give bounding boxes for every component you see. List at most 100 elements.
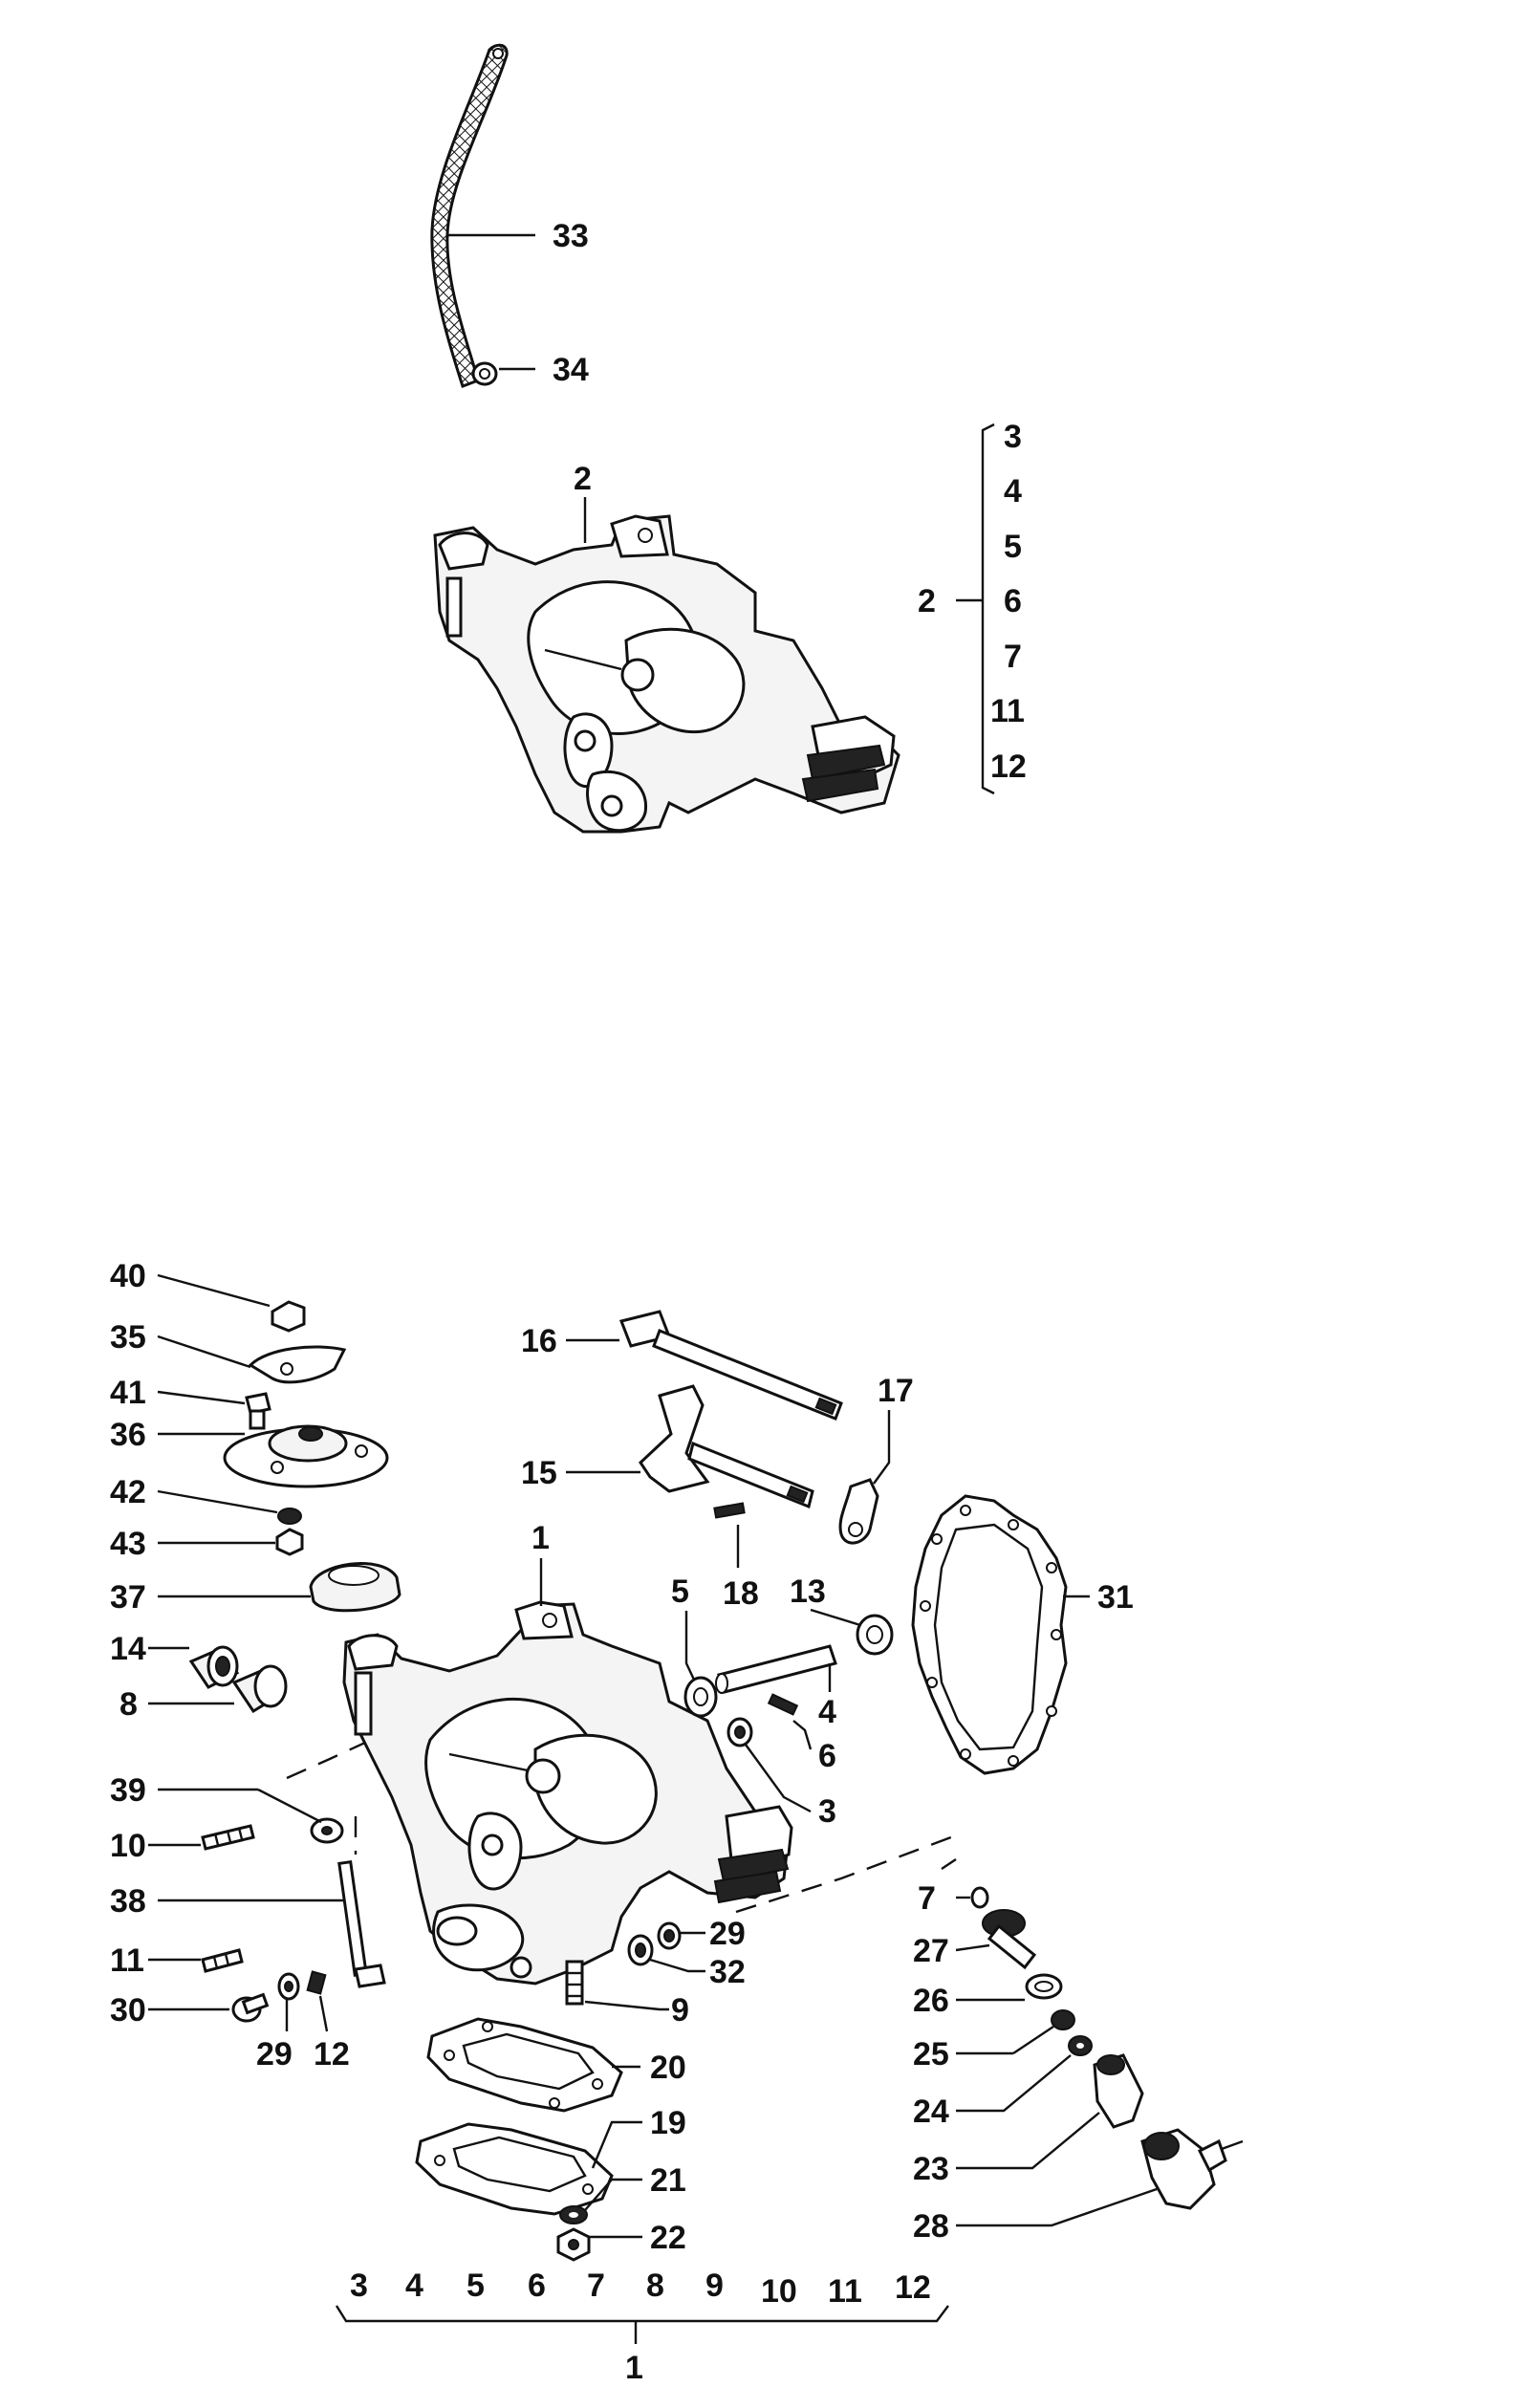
- part-32-sleeve: [627, 1934, 654, 1966]
- label-39: 39: [110, 1772, 146, 1809]
- label-41: 41: [110, 1375, 146, 1411]
- bottom-bracket-item: 9: [705, 2268, 724, 2304]
- label-43: 43: [110, 1526, 146, 1562]
- label-24: 24: [913, 2094, 949, 2130]
- label-17: 17: [878, 1373, 914, 1409]
- part-16-shift-rod: [618, 1310, 843, 1421]
- bracket-item: 7: [1004, 639, 1022, 675]
- label-9-center: 9: [671, 1992, 689, 2029]
- part-36-mount: [223, 1424, 389, 1488]
- part-30-bolt: [231, 1992, 270, 2023]
- part-27-drive-gear: [982, 1909, 1037, 1970]
- part-11-stud: [201, 1948, 244, 1973]
- label-20: 20: [650, 2050, 686, 2086]
- label-21: 21: [650, 2162, 686, 2199]
- label-23: 23: [913, 2151, 949, 2187]
- part-21-washer: [559, 2205, 588, 2224]
- main-transmission-housing: [342, 1600, 793, 1986]
- strap-washer: [471, 361, 498, 386]
- label-29-center: 29: [709, 1916, 746, 1952]
- bracket-item: 3: [1004, 419, 1022, 455]
- label-11: 11: [110, 1942, 144, 1979]
- label-7-right: 7: [918, 1880, 936, 1917]
- label-38: 38: [110, 1883, 146, 1920]
- label-36: 36: [110, 1417, 146, 1453]
- label-4: 4: [818, 1694, 836, 1730]
- label-18: 18: [723, 1575, 759, 1612]
- top-bracket: [956, 423, 995, 795]
- label-40: 40: [110, 1258, 146, 1294]
- part-43-nut: [275, 1528, 304, 1556]
- part-23-housing: [1093, 2053, 1144, 2129]
- part-28-sender: [1140, 2128, 1244, 2210]
- label-13: 13: [790, 1573, 826, 1610]
- part-40-nut: [271, 1300, 306, 1333]
- bottom-bracket-item: 4: [405, 2268, 423, 2304]
- part-15-shift-fork: [639, 1384, 814, 1509]
- bottom-bracket-total: 1: [625, 2350, 643, 2386]
- part-25-seal: [1051, 2009, 1075, 2030]
- label-2-top: 2: [574, 461, 592, 497]
- part-24-washer: [1068, 2035, 1093, 2056]
- part-10-stud: [201, 1824, 255, 1851]
- part-3-bush: [727, 1717, 753, 1747]
- bottom-bracket-item: 11: [828, 2273, 862, 2310]
- part-8-sleeve: [231, 1664, 288, 1714]
- part-39-washer: [310, 1817, 344, 1844]
- part-42-washer: [277, 1508, 302, 1525]
- label-37: 37: [110, 1579, 146, 1616]
- part-9-stud: [565, 1960, 584, 2006]
- label-12-bottom: 12: [314, 2036, 350, 2072]
- part-17-lever: [838, 1478, 879, 1545]
- part-20-cover-plate: [426, 2017, 623, 2113]
- label-3-shaft: 3: [818, 1793, 836, 1830]
- part-13-seal: [856, 1614, 894, 1656]
- part-19-cover-plate: [415, 2122, 614, 2216]
- label-30: 30: [110, 1992, 146, 2029]
- bottom-bracket-item: 10: [761, 2273, 797, 2310]
- label-19: 19: [650, 2105, 686, 2141]
- label-33: 33: [553, 218, 589, 254]
- label-25: 25: [913, 2036, 949, 2072]
- label-5: 5: [671, 1573, 689, 1610]
- label-8: 8: [119, 1686, 138, 1723]
- label-15: 15: [521, 1455, 557, 1491]
- bottom-bracket-item: 6: [528, 2268, 546, 2304]
- bottom-bracket-item: 8: [646, 2268, 664, 2304]
- transmission-housing-top: [433, 514, 900, 834]
- label-14: 14: [110, 1631, 146, 1667]
- label-42: 42: [110, 1474, 146, 1510]
- part-29-nut: [657, 1921, 682, 1950]
- label-22: 22: [650, 2220, 686, 2256]
- bottom-bracket-item: 7: [587, 2268, 605, 2304]
- bracket-item: 4: [1004, 473, 1022, 510]
- label-6-shaft: 6: [818, 1738, 836, 1774]
- label-34: 34: [553, 352, 589, 388]
- bracket-item: 11: [990, 693, 1025, 729]
- label-26: 26: [913, 1983, 949, 2019]
- bottom-bracket: [335, 2305, 949, 2344]
- label-35: 35: [110, 1319, 146, 1356]
- part-7-plug: [970, 1886, 989, 1909]
- bracket-item: 12: [990, 749, 1027, 785]
- label-32: 32: [709, 1954, 746, 1990]
- bracket-item: 5: [1004, 529, 1022, 565]
- part-14-bearing: [188, 1645, 240, 1689]
- label-10: 10: [110, 1828, 146, 1864]
- part-4-shaft: [715, 1644, 837, 1694]
- part-6-pin: [767, 1693, 799, 1716]
- part-29-washer-left: [277, 1972, 300, 2001]
- part-35-clip: [248, 1345, 347, 1384]
- bottom-bracket-item: 12: [895, 2269, 931, 2306]
- label-27: 27: [913, 1933, 949, 1969]
- part-22-nut: [556, 2227, 591, 2262]
- label-1-housing: 1: [531, 1520, 550, 1556]
- part-41-bolt: [245, 1392, 271, 1430]
- label-16: 16: [521, 1323, 557, 1359]
- part-18-pin: [713, 1502, 746, 1519]
- part-38-long-bolt: [337, 1859, 386, 1988]
- label-29-left: 29: [256, 2036, 293, 2072]
- label-28: 28: [913, 2208, 949, 2245]
- part-31-gasket: [911, 1494, 1068, 1775]
